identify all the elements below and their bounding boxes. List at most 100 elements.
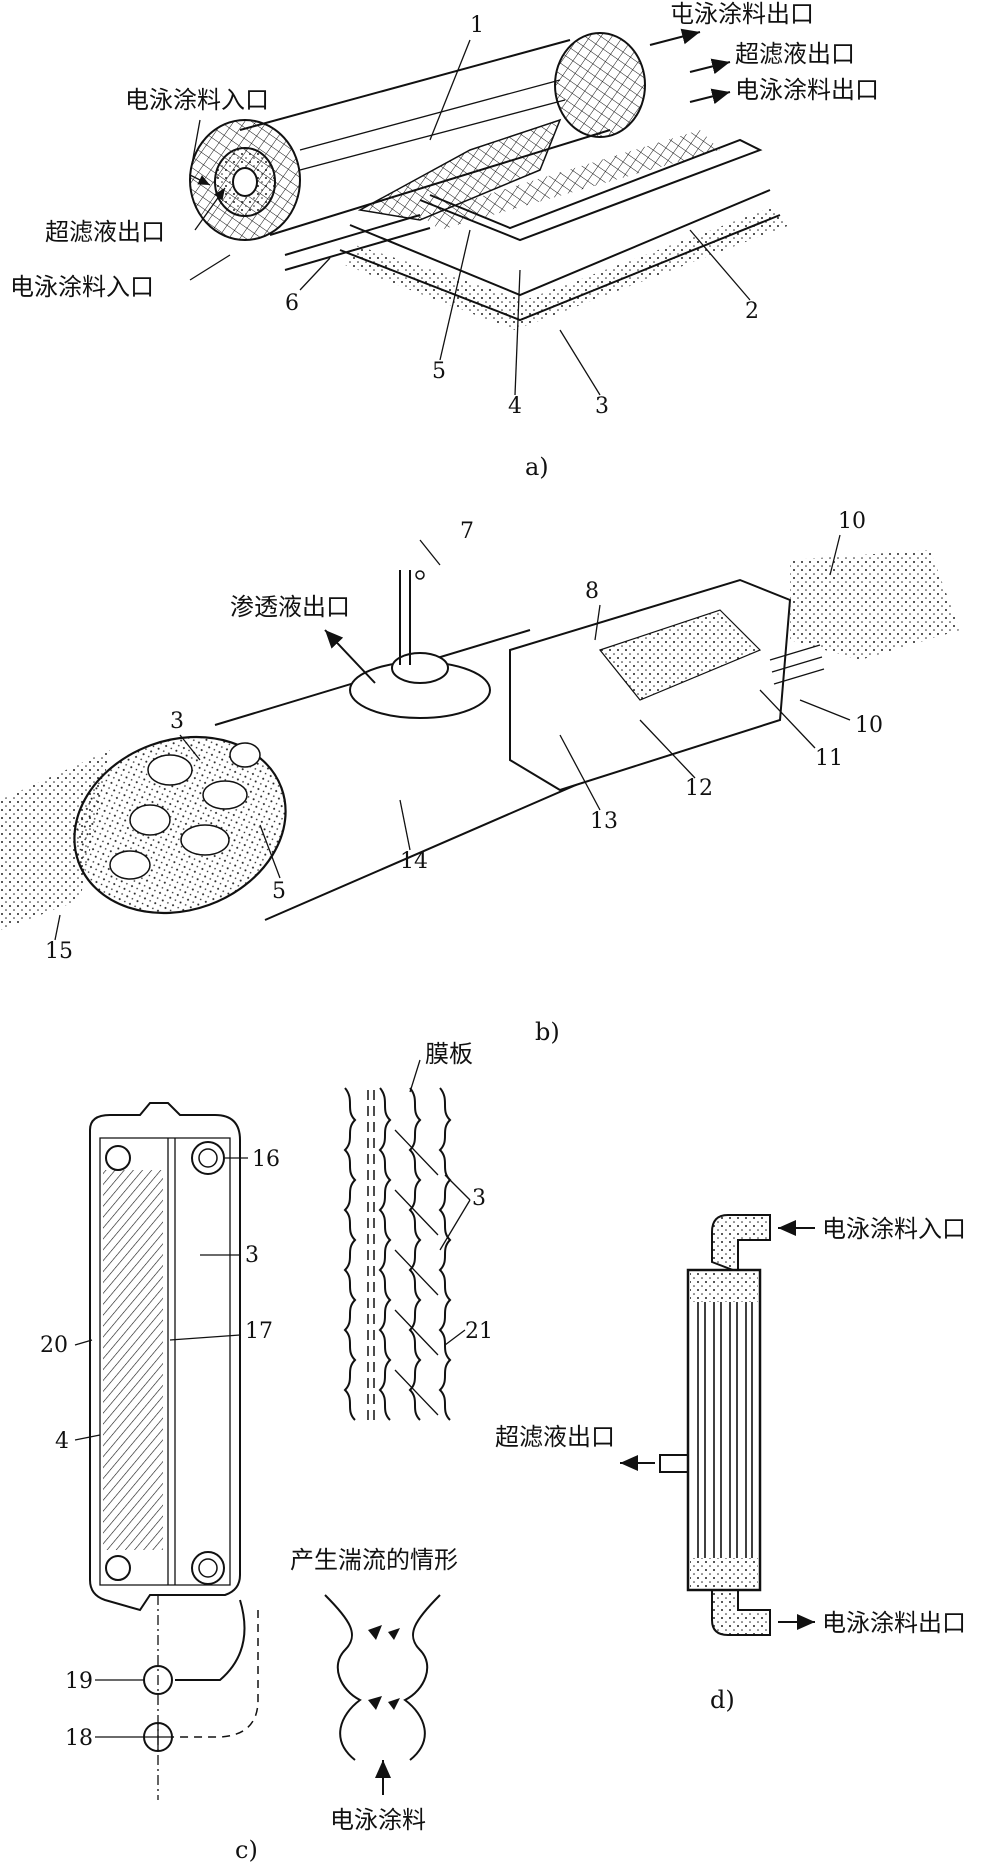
panel-a-mesh-sheet: [420, 130, 720, 230]
panel-b-leader-13: [559, 734, 601, 811]
plate-outlet-pipe: [175, 1599, 246, 1681]
caption-d: d): [710, 1686, 735, 1714]
num-b-8: 8: [585, 579, 599, 604]
panel-b-arrow-permeate: [324, 629, 376, 684]
panel-b-leader-5: [259, 824, 281, 879]
panel-d: 电泳涂料入口 超滤液出口 电泳涂料出口 d): [495, 1214, 966, 1714]
panel-b-leader-15: [54, 914, 61, 941]
leader-membrane: [409, 1059, 421, 1093]
panel-a-base: [345, 208, 790, 330]
panel-a-plate-3: [339, 214, 781, 322]
panel-a-plate-2: [349, 189, 771, 297]
panel-a-spacer: [284, 214, 431, 271]
label-paint-flow: 电泳涂料: [330, 1806, 426, 1834]
panel-b-point-7: [415, 570, 425, 580]
label-paint-out-top: 屯泳涂料出口: [670, 0, 814, 28]
plate-outline: [89, 1102, 241, 1612]
num-b-7: 7: [460, 519, 474, 544]
plate-corrugation-field: [103, 1170, 163, 1550]
panel-b-fibre-bundles: [109, 742, 261, 880]
turbulence-wave-right: [403, 1594, 441, 1761]
inlet-pipe: [711, 1214, 771, 1274]
panel-a-leader-paint-in: [189, 254, 231, 281]
caption-b: b): [535, 1018, 560, 1046]
plate-inner-border: [99, 1137, 231, 1586]
leader-20: [74, 1339, 93, 1346]
panel-a-leader-1: [429, 39, 471, 141]
panel-b-leader-10: [799, 699, 851, 721]
num-c-18: 18: [65, 1726, 93, 1751]
num-b-14: 14: [400, 849, 428, 874]
plate-dashed-pipe: [172, 1610, 259, 1738]
leader-4c: [74, 1434, 101, 1441]
turbulence-wave-left: [324, 1594, 362, 1761]
panel-a-leader-3: [559, 329, 601, 396]
num-a-2: 2: [745, 299, 759, 324]
num-a-1: 1: [470, 13, 484, 38]
panel-a-arrow-paint-in: [189, 119, 211, 186]
label-permeate-out: 渗透液出口: [230, 593, 350, 621]
panel-b-leader-11: [759, 689, 816, 749]
num-b-3: 3: [170, 709, 184, 734]
caption-a: a): [525, 453, 549, 481]
num-c-20: 20: [40, 1333, 68, 1358]
label-ultra-out-left: 超滤液出口: [45, 218, 165, 246]
label-turbulence: 产生湍流的情形: [290, 1546, 458, 1574]
num-a-6: 6: [285, 291, 299, 316]
panel-b-leader-14: [399, 799, 411, 851]
label-paint-in-top: 电泳涂料入口: [125, 86, 269, 114]
num-b-10: 10: [855, 713, 883, 738]
panel-a-leader-6: [299, 257, 331, 291]
label-paint-out-right: 电泳涂料出口: [735, 76, 879, 104]
panel-c: 16 3 20 17 4 19 18 膜板 3 21 产生湍流的情形 电泳涂料 …: [40, 1040, 493, 1864]
panel-a-leader-2: [689, 229, 751, 301]
panel-a-plate-4: [419, 138, 763, 242]
num-b-9: 10: [838, 509, 866, 534]
module-vessel: [686, 1268, 762, 1592]
panel-b-end-fill: [598, 609, 762, 701]
num-b-15: 15: [45, 939, 73, 964]
num-a-5: 5: [432, 359, 446, 384]
port-bottom-right-inner: [198, 1558, 218, 1578]
panel-a-arrow-ultra-left: [194, 187, 226, 231]
num-a-4: 4: [508, 394, 522, 419]
panel-b-leader-9: [829, 534, 841, 576]
num-b-13: 13: [590, 809, 618, 834]
label-d-paint-out: 电泳涂料出口: [822, 1609, 966, 1637]
num-b-5: 5: [272, 879, 286, 904]
num-b-11: 11: [815, 746, 843, 771]
num-c-19: 19: [65, 1669, 93, 1694]
panel-a: 屯泳涂料出口 超滤液出口 电泳涂料出口 电泳涂料入口 超滤液出口 电泳涂料入口 …: [10, 0, 879, 481]
panel-b-port-ring: [391, 652, 449, 684]
turbulence-vortices: [368, 1625, 400, 1710]
num-c-16: 16: [252, 1147, 280, 1172]
label-d-paint-in: 电泳涂料入口: [822, 1215, 966, 1243]
label-ultra-out-right: 超滤液出口: [735, 40, 855, 68]
label-paint-in-bottom: 电泳涂料入口: [10, 273, 154, 301]
module-bottom-chamber: [690, 1558, 758, 1588]
num-a-3: 3: [595, 394, 609, 419]
panel-a-leader-5: [439, 229, 471, 361]
panel-b: 10 8 7 10 11 12 13 14 5 3 15 渗透液出口 b): [0, 509, 960, 1046]
panel-b-fibre-left: [0, 750, 110, 930]
panel-b-leader-7: [419, 539, 441, 566]
leader-3-membrane-a: [444, 1174, 471, 1201]
panel-b-leader-3: [179, 734, 201, 761]
module-tubes: [697, 1302, 753, 1558]
panel-a-arrow-out-top: [649, 28, 701, 46]
port-bottom-left: [105, 1555, 131, 1581]
panel-a-arrow-ultra-out: [689, 58, 731, 75]
num-c-3b: 3: [472, 1186, 486, 1211]
port-top-left: [105, 1145, 131, 1171]
module-top-chamber: [690, 1272, 758, 1302]
panel-a-arrow-paint-out: [689, 88, 731, 105]
num-c-4: 4: [55, 1429, 69, 1454]
outlet-pipe: [711, 1584, 771, 1636]
label-membrane: 膜板: [425, 1040, 473, 1068]
panel-a-leader-4: [514, 269, 521, 396]
panel-b-cut-face: [73, 735, 287, 915]
membrane-section: [343, 1087, 452, 1421]
label-d-ultra-out: 超滤液出口: [495, 1423, 615, 1451]
panel-b-fibre-right: [790, 550, 960, 660]
